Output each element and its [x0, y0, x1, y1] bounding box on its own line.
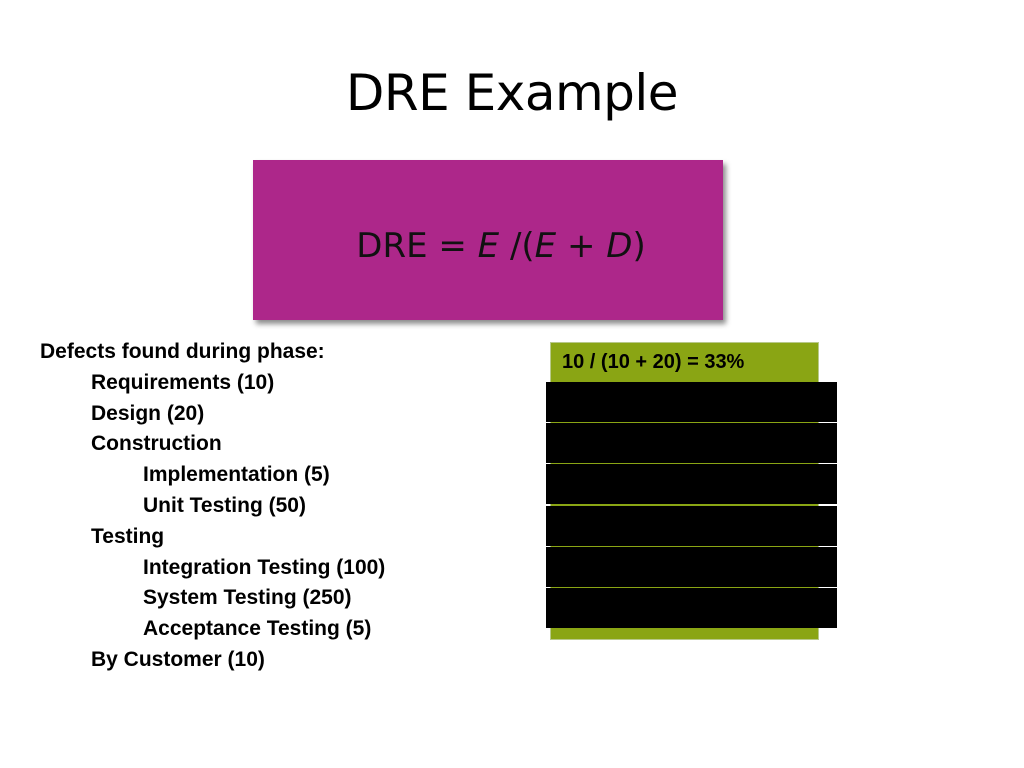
list-item: Implementation (5) [143, 463, 330, 487]
dre-formula: DRE = E /(E + D) [253, 226, 723, 266]
formula-suffix: ) [632, 226, 646, 266]
reveal-cover-block[interactable] [546, 464, 837, 504]
formula-mid: /( [499, 226, 535, 266]
formula-var-e: E [534, 226, 557, 266]
slide-title: DRE Example [345, 64, 679, 122]
formula-var-d: D [606, 226, 633, 266]
reveal-cover-block[interactable] [546, 547, 837, 587]
list-item: By Customer (10) [91, 647, 265, 671]
reveal-cover-block[interactable] [546, 506, 837, 546]
formula-plus: + [556, 226, 607, 266]
defects-list: Defects found during phase: Requirements… [40, 337, 385, 676]
list-item: Design (20) [91, 401, 205, 425]
list-item: Integration Testing (100) [143, 555, 386, 579]
formula-box: DRE = E /(E + D) [253, 160, 723, 320]
formula-var-e: E [477, 226, 500, 266]
formula-prefix: DRE = [356, 226, 478, 266]
defects-heading: Defects found during phase: [40, 340, 325, 363]
list-item: Requirements (10) [91, 370, 275, 394]
list-item: Construction [91, 432, 222, 456]
reveal-cover-block[interactable] [546, 382, 837, 422]
calculation-line: 10 / (10 + 20) = 33% [562, 351, 745, 373]
list-item: Acceptance Testing (5) [143, 617, 372, 641]
list-item: Unit Testing (50) [143, 493, 306, 517]
reveal-cover-block[interactable] [546, 588, 837, 628]
list-item: Testing [91, 524, 165, 548]
list-item: System Testing (250) [143, 586, 352, 610]
reveal-cover-block[interactable] [546, 423, 837, 463]
